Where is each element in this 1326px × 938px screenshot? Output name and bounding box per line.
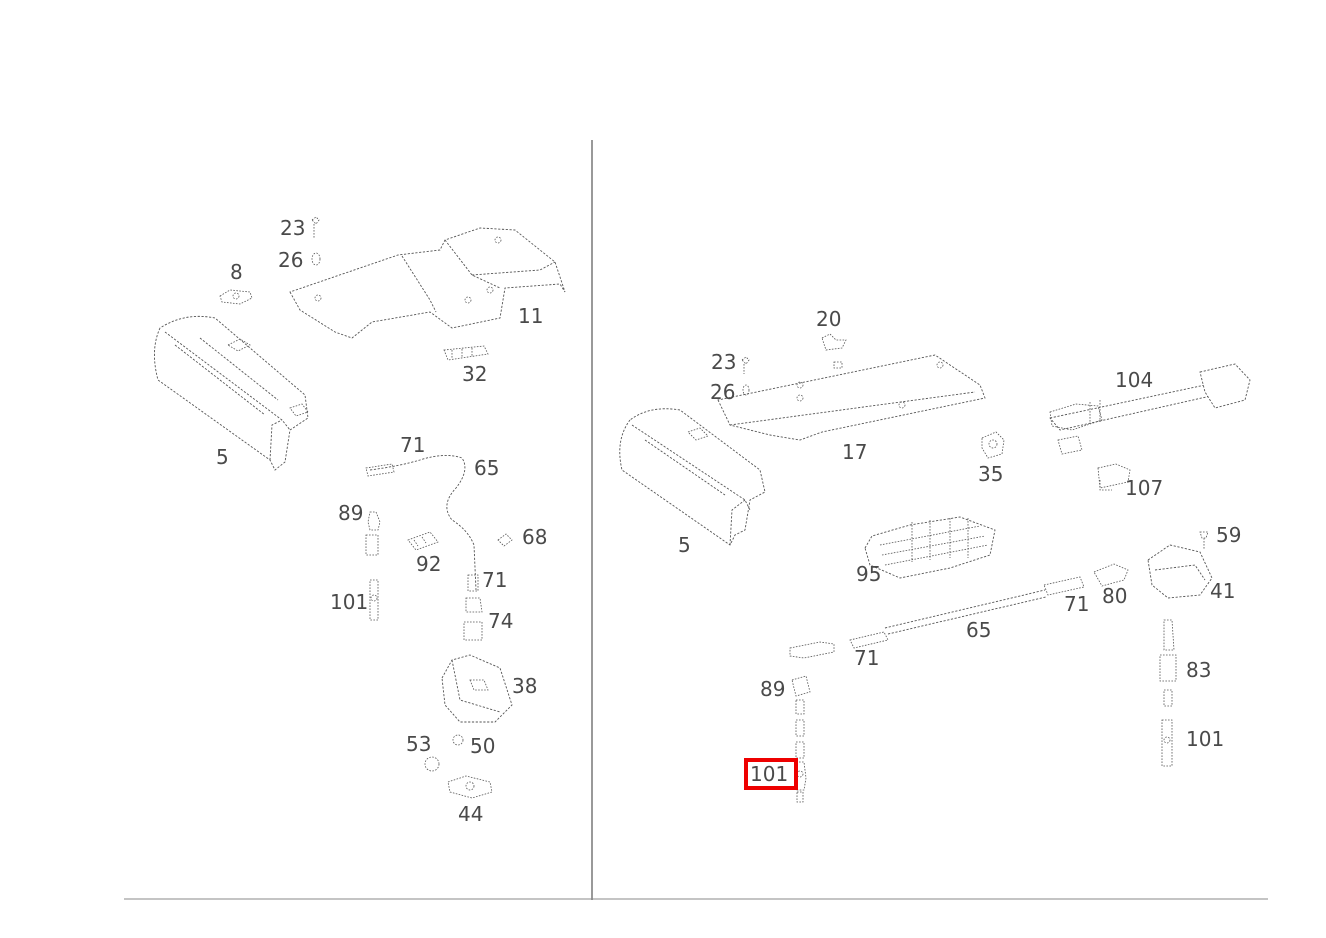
label-41[interactable]: 41 [1210,579,1235,603]
label-71[interactable]: 71 [1064,592,1089,616]
part-50-nut[interactable] [452,734,464,746]
label-65[interactable]: 65 [474,456,499,480]
part-95-wiper-arm[interactable] [864,516,996,579]
part-83-shaft[interactable] [1159,619,1177,707]
label-71[interactable]: 71 [400,433,425,457]
label-26[interactable]: 26 [278,248,303,272]
label-95[interactable]: 95 [856,562,881,586]
part-65-cable-right[interactable] [884,576,1085,635]
part-53-washer[interactable] [424,756,440,772]
label-53[interactable]: 53 [406,732,431,756]
part-68-clip[interactable] [497,533,513,547]
part-26-washer-right[interactable] [742,384,750,396]
part-74-nut[interactable] [463,597,483,641]
label-71[interactable]: 71 [482,568,507,592]
label-32[interactable]: 32 [462,362,487,386]
part-17-bracket[interactable] [717,354,986,441]
part-38-motor[interactable] [441,654,513,723]
part-41-motor-housing[interactable] [1147,544,1213,599]
label-38[interactable]: 38 [512,674,537,698]
label-65[interactable]: 65 [966,618,991,642]
label-35[interactable]: 35 [978,462,1003,486]
part-32-cable-clip[interactable] [443,345,489,361]
part-71-cable-end-right[interactable] [849,631,889,649]
label-101[interactable]: 101 [330,590,368,614]
part-71-sleeve-right[interactable] [789,641,835,659]
part-23-screw-right[interactable] [741,356,750,374]
part-65-cable[interactable] [365,455,477,591]
label-23[interactable]: 23 [711,350,736,374]
part-35-grommet[interactable] [981,431,1005,459]
part-80-coupling[interactable] [1093,563,1129,587]
left-panel: 23 26 8 11 32 5 71 65 89 92 68 101 71 74… [154,216,566,826]
label-8[interactable]: 8 [230,260,243,284]
label-107[interactable]: 107 [1125,476,1163,500]
label-59[interactable]: 59 [1216,523,1241,547]
label-68[interactable]: 68 [522,525,547,549]
label-104[interactable]: 104 [1115,368,1153,392]
label-71[interactable]: 71 [854,646,879,670]
part-71-cable-end[interactable] [467,574,479,592]
part-11-bracket[interactable] [289,227,566,339]
label-83[interactable]: 83 [1186,658,1211,682]
label-89[interactable]: 89 [760,677,785,701]
part-104-motor-assembly[interactable] [1049,363,1251,455]
label-5[interactable]: 5 [216,445,229,469]
label-17[interactable]: 17 [842,440,867,464]
part-92-connector[interactable] [407,531,439,551]
selected-part-highlight [744,758,798,790]
label-80[interactable]: 80 [1102,584,1127,608]
label-44[interactable]: 44 [458,802,483,826]
label-26[interactable]: 26 [710,380,735,404]
part-59-screw[interactable] [1199,531,1209,550]
label-5[interactable]: 5 [678,533,691,557]
part-44-gear[interactable] [447,775,493,799]
label-89[interactable]: 89 [338,501,363,525]
part-101-socket-right[interactable] [1161,719,1173,767]
right-panel: 20 23 26 17 104 35 107 5 59 95 41 71 80 … [619,307,1251,803]
label-92[interactable]: 92 [416,552,441,576]
label-23[interactable]: 23 [280,216,305,240]
part-20-clip[interactable] [821,333,847,369]
part-5-cover-housing[interactable] [154,315,309,471]
label-11[interactable]: 11 [518,304,543,328]
part-23-screw[interactable] [311,216,320,238]
label-20[interactable]: 20 [816,307,841,331]
label-50[interactable]: 50 [470,734,495,758]
label-101[interactable]: 101 [1186,727,1224,751]
part-26-washer[interactable] [311,252,321,266]
part-8-clip[interactable] [219,289,253,305]
label-74[interactable]: 74 [488,609,513,633]
part-89-bulb[interactable] [365,511,381,556]
part-5-cover-housing-right[interactable] [619,408,766,546]
label-101-highlighted[interactable]: 101 [750,762,788,786]
part-107-bracket[interactable] [1097,463,1131,491]
part-101-socket-left[interactable] [369,579,379,621]
part-89-bulb-right[interactable] [791,675,811,759]
